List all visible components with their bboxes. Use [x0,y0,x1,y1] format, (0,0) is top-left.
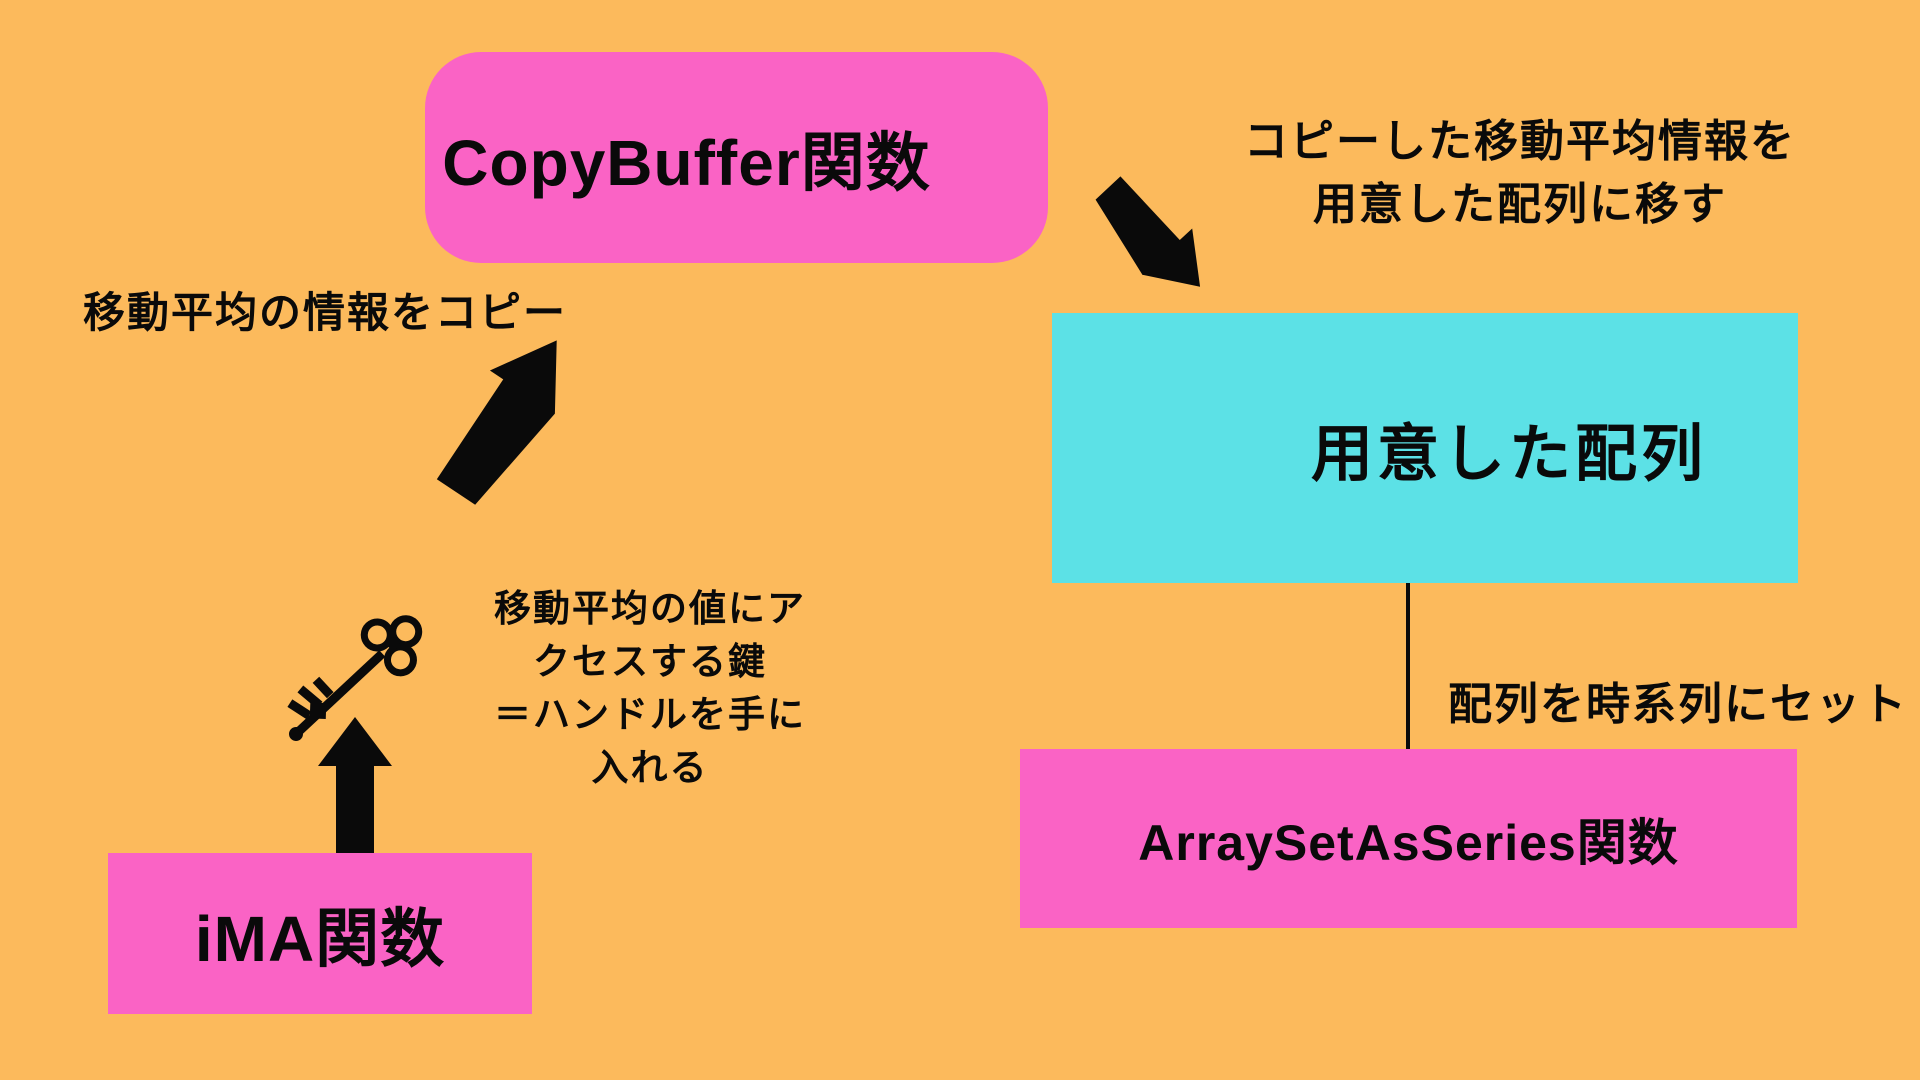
key-icon [287,615,423,741]
node-ima-function: iMA関数 [108,853,532,1014]
node-prepared-array: 用意した配列 [1052,313,1798,583]
arrow-copybuffer-to-array-icon [1095,176,1201,287]
connector-array-to-arrayset [1406,583,1410,749]
node-copybuffer-label: CopyBuffer関数 [442,126,931,199]
caption-set-as-timeseries: 配列を時系列にセット [1448,680,1908,729]
node-arraysetasseries-function: ArraySetAsSeries関数 [1020,749,1797,928]
caption-handle-key: 移動平均の値にア クセスする鍵 ＝ハンドルを手に 入れる [494,588,806,788]
arrow-ima-to-copybuffer-icon [436,340,557,505]
node-arraysetasseries-label: ArraySetAsSeries関数 [1138,814,1679,871]
node-prepared-array-label: 用意した配列 [1310,420,1707,489]
node-ima-label: iMA関数 [194,902,446,975]
caption-copy-to-array: コピーした移動平均情報を 用意した配列に移す [1244,117,1796,229]
caption-copy-ma-info: 移動平均の情報をコピー [83,289,568,336]
arrow-ima-to-key-icon [318,717,392,853]
node-copybuffer-function: CopyBuffer関数 [425,52,1048,263]
